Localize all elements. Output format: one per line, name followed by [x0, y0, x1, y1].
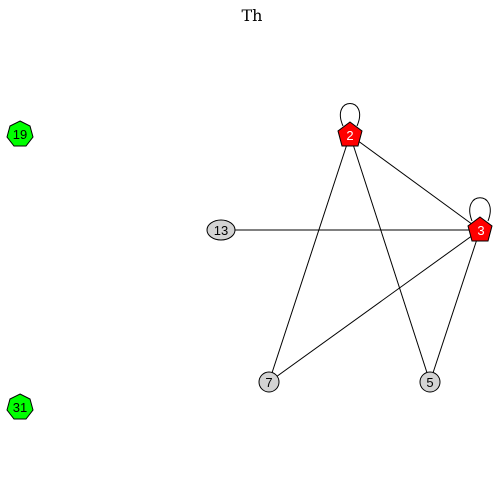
node-31-shape — [6, 393, 34, 420]
node-3[interactable]: 3 — [467, 216, 493, 242]
node-2[interactable]: 2 — [337, 121, 363, 147]
edge-3-7 — [268, 229, 481, 383]
edge-3-3 — [469, 197, 491, 222]
node-5-label: 5 — [426, 375, 433, 390]
edge-3-5 — [429, 229, 481, 383]
edges — [221, 103, 491, 383]
node-7-label: 7 — [265, 375, 272, 390]
node-5-shape — [419, 371, 441, 393]
node-19[interactable]: 19 — [6, 120, 34, 147]
graph-title: Th — [242, 6, 263, 25]
node-13[interactable]: 13 — [206, 219, 236, 241]
node-2-label: 2 — [346, 128, 353, 143]
edge-2-7 — [268, 134, 351, 383]
node-31-label: 31 — [13, 400, 27, 415]
node-7-shape — [258, 371, 280, 393]
nodes: 2 3 13 7 5 — [6, 120, 493, 420]
node-7[interactable]: 7 — [258, 371, 280, 393]
node-3-label: 3 — [477, 223, 484, 238]
node-5[interactable]: 5 — [419, 371, 441, 393]
node-2-shape — [337, 121, 363, 147]
node-13-shape — [206, 219, 236, 241]
edge-2-5 — [349, 134, 431, 383]
node-13-label: 13 — [214, 223, 228, 238]
edge-2-3 — [349, 134, 481, 231]
node-31[interactable]: 31 — [6, 393, 34, 420]
node-19-label: 19 — [13, 127, 27, 142]
node-3-shape — [467, 216, 493, 242]
node-19-shape — [6, 120, 34, 147]
edge-2-2 — [340, 103, 360, 127]
